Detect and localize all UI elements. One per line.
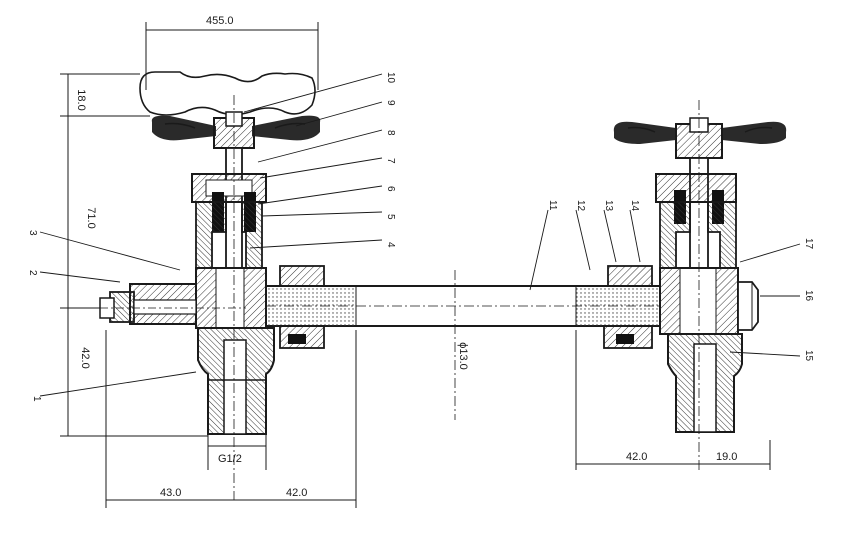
callout-16: 16 xyxy=(803,290,814,302)
callout-13: 13 xyxy=(603,200,614,212)
callout-8: 8 xyxy=(385,130,396,136)
callout-2: 2 xyxy=(27,270,38,276)
callout-5: 5 xyxy=(385,214,396,220)
left-handwheel-outline xyxy=(139,71,316,116)
callout-10: 10 xyxy=(385,72,396,84)
callout-17: 17 xyxy=(803,238,814,250)
callout-4: 4 xyxy=(385,242,396,248)
dim-total-height: 71.0 xyxy=(85,207,97,228)
dim-right-length: 42.0 xyxy=(626,451,647,463)
dim-right-offset: 19.0 xyxy=(716,451,737,463)
callout-15: 15 xyxy=(803,350,814,362)
callout-9: 9 xyxy=(385,100,396,106)
callout-3: 3 xyxy=(27,230,38,236)
dim-tube-dia: ϕ13.0 xyxy=(457,342,469,370)
callout-12: 12 xyxy=(575,200,586,212)
left-handwheel xyxy=(151,115,321,141)
leader-lines xyxy=(39,73,801,397)
callout-14: 14 xyxy=(629,200,640,212)
dim-left-center: 42.0 xyxy=(286,487,307,499)
dim-left-offset: 43.0 xyxy=(160,487,181,499)
dim-thread: G1/2 xyxy=(218,453,242,465)
dimension-lines xyxy=(60,22,771,508)
connecting-tube xyxy=(265,265,700,420)
dim-handwheel-dia: 455.0 xyxy=(206,15,234,27)
callout-7: 7 xyxy=(385,158,396,164)
right-handwheel xyxy=(613,121,787,144)
right-valve xyxy=(613,100,787,470)
left-valve xyxy=(99,71,321,500)
callout-6: 6 xyxy=(385,186,396,192)
dim-lower-height: 42.0 xyxy=(79,347,91,368)
callout-1: 1 xyxy=(31,396,42,402)
callout-11: 11 xyxy=(547,200,558,211)
callout-numbers: 1 2 3 4 5 6 7 8 9 10 11 12 13 14 15 16 1… xyxy=(27,72,814,402)
dim-handwheel-height: 18.0 xyxy=(75,89,87,110)
